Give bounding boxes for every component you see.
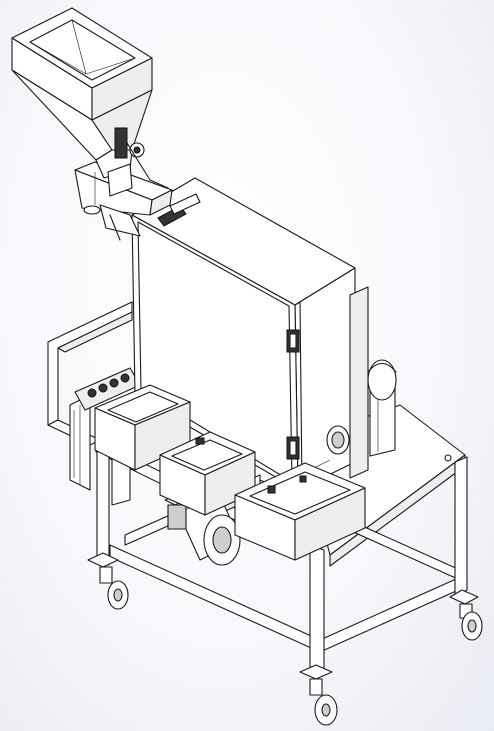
caster-left — [99, 566, 129, 610]
front-box-right — [234, 462, 366, 561]
foot-plate-left — [87, 552, 119, 568]
lower-rail-right — [319, 574, 466, 653]
leg-back-right — [454, 456, 468, 596]
leg-front-right — [309, 544, 325, 676]
foot-plate-front — [299, 664, 333, 680]
foot-plate-right — [449, 589, 479, 605]
main-cabinet — [131, 177, 369, 491]
caster-front — [309, 678, 338, 726]
door-latch-icon — [157, 193, 201, 227]
hopper — [11, 7, 169, 197]
blower-cylinder — [367, 359, 397, 457]
front-box-left — [94, 384, 191, 471]
leg-front-left — [96, 439, 110, 566]
hopper-gate-icon — [114, 127, 169, 189]
caster-right — [459, 603, 483, 641]
table-bolt-hole — [444, 454, 452, 462]
cabinet-side — [294, 267, 356, 491]
